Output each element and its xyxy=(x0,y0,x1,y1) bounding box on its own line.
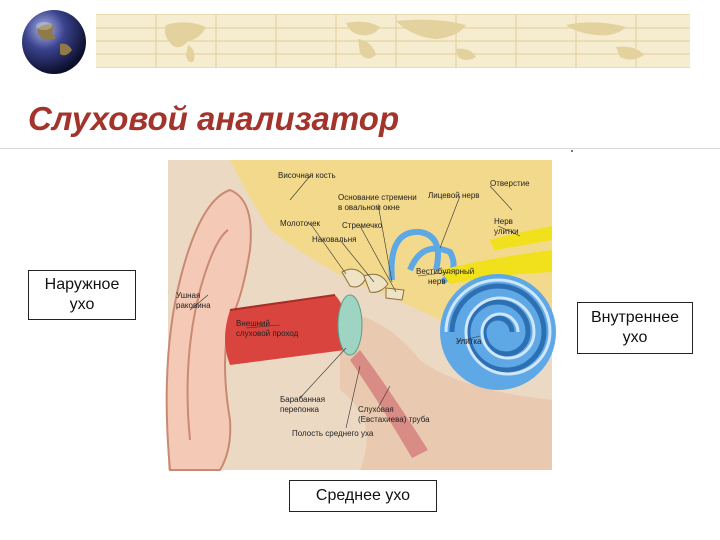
label-auricle-2: раковина xyxy=(176,301,211,310)
label-auricle-1: Ушная xyxy=(176,291,200,300)
label-opening: Отверстие xyxy=(490,179,530,188)
ear-anatomy-illustration: Височная кость Отверстие Основание стрем… xyxy=(160,160,560,478)
incus-shape xyxy=(363,273,389,293)
label-eustachian-1: Слуховая xyxy=(358,405,394,414)
label-stapes: Стремечко xyxy=(342,221,383,230)
cochlea-shape xyxy=(440,274,556,390)
eardrum-shape xyxy=(337,294,363,356)
decorative-dot xyxy=(571,150,573,152)
outer-ear-box: Наружное ухо xyxy=(28,270,136,320)
label-cochlea: Улитка xyxy=(456,337,482,346)
label-ear-canal-2: слуховой проход xyxy=(236,329,299,338)
label-incus: Наковальня xyxy=(312,235,356,244)
label-malleus: Молоточек xyxy=(280,219,321,228)
label-cochlear-nerve-2: улитки xyxy=(494,227,519,236)
label-middle-cavity: Полость среднего уха xyxy=(292,429,374,438)
lower-bone-shape xyxy=(340,310,552,470)
globe-logo xyxy=(20,8,88,76)
label-eardrum-1: Барабанная xyxy=(280,395,325,404)
label-vestibular-nerve-1: Вестибулярный xyxy=(416,267,474,276)
label-ear-canal-1: Внешний xyxy=(236,319,270,328)
label-oval-window: в овальном окне xyxy=(338,203,400,212)
inner-ear-box: Внутреннее ухо xyxy=(577,302,693,354)
header-banner xyxy=(96,14,690,68)
vestibular-nerve-shape xyxy=(440,250,552,284)
eustachian-tube-shape xyxy=(350,350,428,458)
middle-ear-box: Среднее ухо xyxy=(289,480,437,512)
label-facial-nerve: Лицевой нерв xyxy=(428,191,480,200)
label-stapes-base: Основание стремени xyxy=(338,193,417,202)
label-cochlear-nerve-1: Нерв xyxy=(494,217,513,226)
ear-canal-shape xyxy=(225,295,347,365)
world-map-pattern xyxy=(96,15,690,67)
title-divider xyxy=(0,148,720,149)
stapes-shape xyxy=(385,287,405,301)
label-eardrum-2: перепонка xyxy=(280,405,320,414)
label-temporal-bone: Височная кость xyxy=(278,171,336,180)
cochlear-nerve-shape xyxy=(490,226,552,250)
label-vestibular-nerve-2: нерв xyxy=(428,277,446,286)
label-eustachian-2: (Евстахиева) труба xyxy=(358,415,430,424)
slide-title: Слуховой анализатор xyxy=(28,100,400,137)
